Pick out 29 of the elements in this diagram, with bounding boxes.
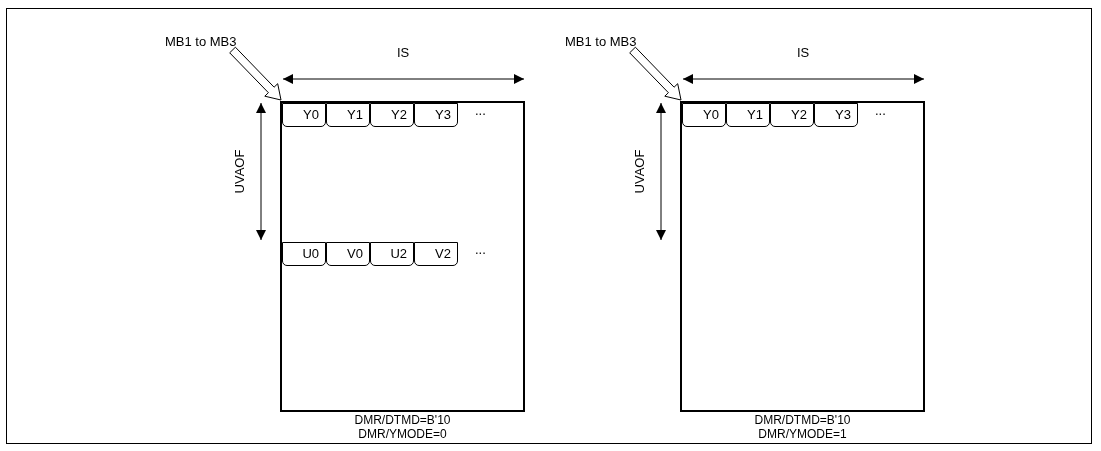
annotation-text: MB1 to MB3 bbox=[565, 34, 637, 49]
data-cell: Y3 bbox=[814, 103, 858, 127]
annotation-text: MB1 to MB3 bbox=[165, 34, 237, 49]
data-cell: Y1 bbox=[726, 103, 770, 127]
data-cell: V0 bbox=[326, 242, 370, 266]
dimension-label: IS bbox=[797, 45, 810, 60]
data-cell: Y3 bbox=[414, 103, 458, 127]
node-label: DMR/YMODE=1 bbox=[758, 427, 847, 441]
dimension-label: IS bbox=[397, 45, 410, 60]
hollow-arrow bbox=[229, 46, 282, 101]
data-cell: U2 bbox=[370, 242, 414, 266]
data-cell: Y0 bbox=[682, 103, 726, 127]
node-label: DMR/YMODE=0 bbox=[358, 427, 447, 441]
memory-frame bbox=[280, 101, 525, 412]
dimension-label: UVAOF bbox=[632, 149, 648, 194]
data-cell: Y0 bbox=[282, 103, 326, 127]
ellipsis: ... bbox=[875, 103, 886, 118]
data-cell: Y1 bbox=[326, 103, 370, 127]
hollow-arrow bbox=[629, 46, 682, 101]
ellipsis: ... bbox=[475, 242, 486, 257]
data-cell: Y2 bbox=[770, 103, 814, 127]
node-label: DMR/DTMD=B'10 bbox=[754, 413, 851, 427]
data-cell: U0 bbox=[282, 242, 326, 266]
ellipsis: ... bbox=[475, 103, 486, 118]
dimension-label: UVAOF bbox=[232, 149, 248, 194]
data-cell: V2 bbox=[414, 242, 458, 266]
memory-frame bbox=[680, 101, 925, 412]
node-label: DMR/DTMD=B'10 bbox=[354, 413, 451, 427]
data-cell: Y2 bbox=[370, 103, 414, 127]
